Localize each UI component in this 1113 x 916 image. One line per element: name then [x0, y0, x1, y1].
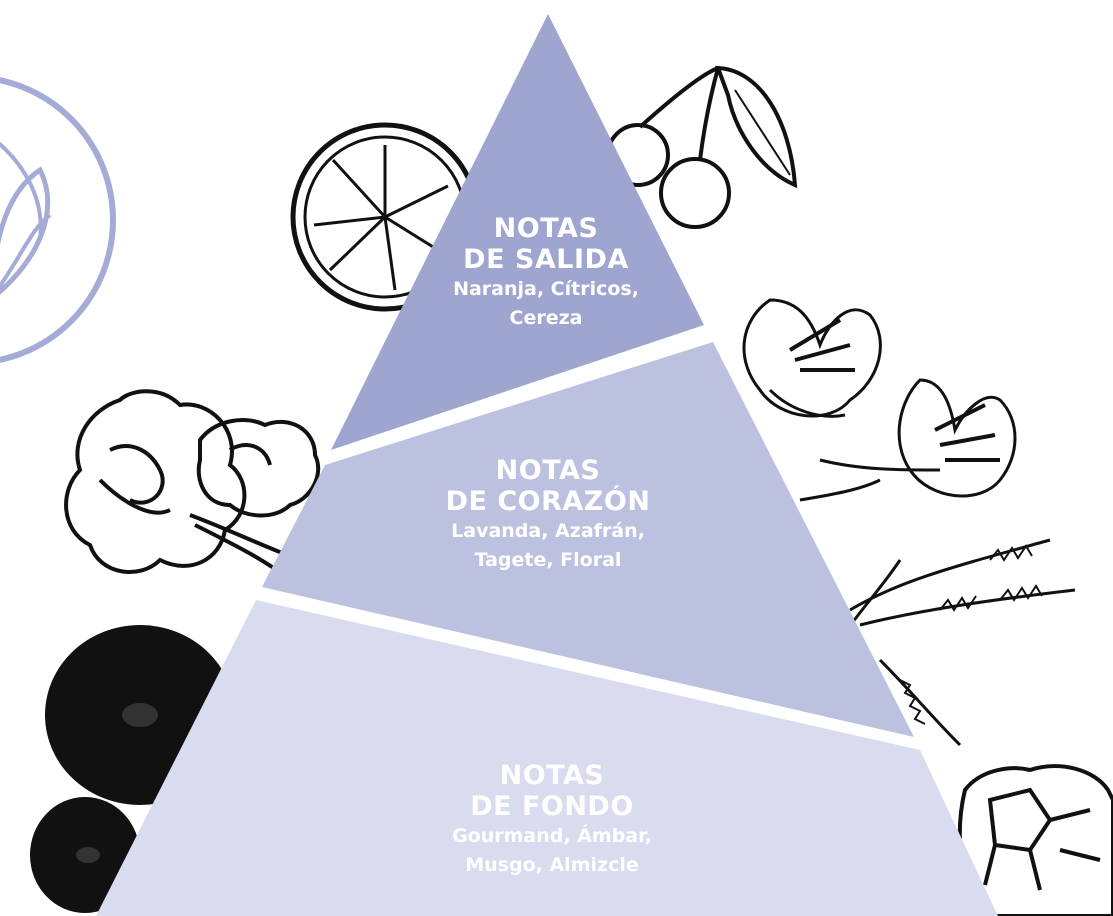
tier-bottom-title-line2: DE FONDO — [470, 791, 634, 822]
tier-top-text: NOTAS DE SALIDA Naranja, Cítricos, Cerez… — [453, 213, 639, 333]
tier-bottom-notes-line2: Musgo, Almizcle — [465, 854, 639, 876]
tier-middle-text: NOTAS DE CORAZÓN Lavanda, Azafrán, Taget… — [446, 455, 651, 575]
pyramid-tier-middle — [262, 342, 914, 737]
tier-bottom-title-line1: NOTAS — [499, 760, 605, 791]
tier-middle-title-line1: NOTAS — [495, 455, 601, 486]
tier-top-notes-line2: Cereza — [509, 307, 583, 329]
tier-middle-title-line2: DE CORAZÓN — [445, 486, 651, 517]
pyramid-tier-top — [331, 14, 704, 450]
saffron-flowers-illustration — [742, 298, 1017, 502]
tier-middle-notes-line2: Tagete, Floral — [474, 549, 622, 571]
pyramid-tier-bottom — [96, 600, 998, 916]
tier-top-title-line1: NOTAS — [493, 213, 599, 244]
tier-bottom-text: NOTAS DE FONDO Gourmand, Ámbar, Musgo, A… — [452, 760, 652, 880]
tier-middle-notes-line1: Lavanda, Azafrán, — [451, 520, 645, 542]
tier-top-notes-line1: Naranja, Cítricos, — [453, 278, 639, 300]
tier-top-title-line2: DE SALIDA — [463, 244, 629, 275]
tier-bottom-notes-line1: Gourmand, Ámbar, — [452, 825, 652, 847]
brand-logo — [0, 77, 116, 363]
